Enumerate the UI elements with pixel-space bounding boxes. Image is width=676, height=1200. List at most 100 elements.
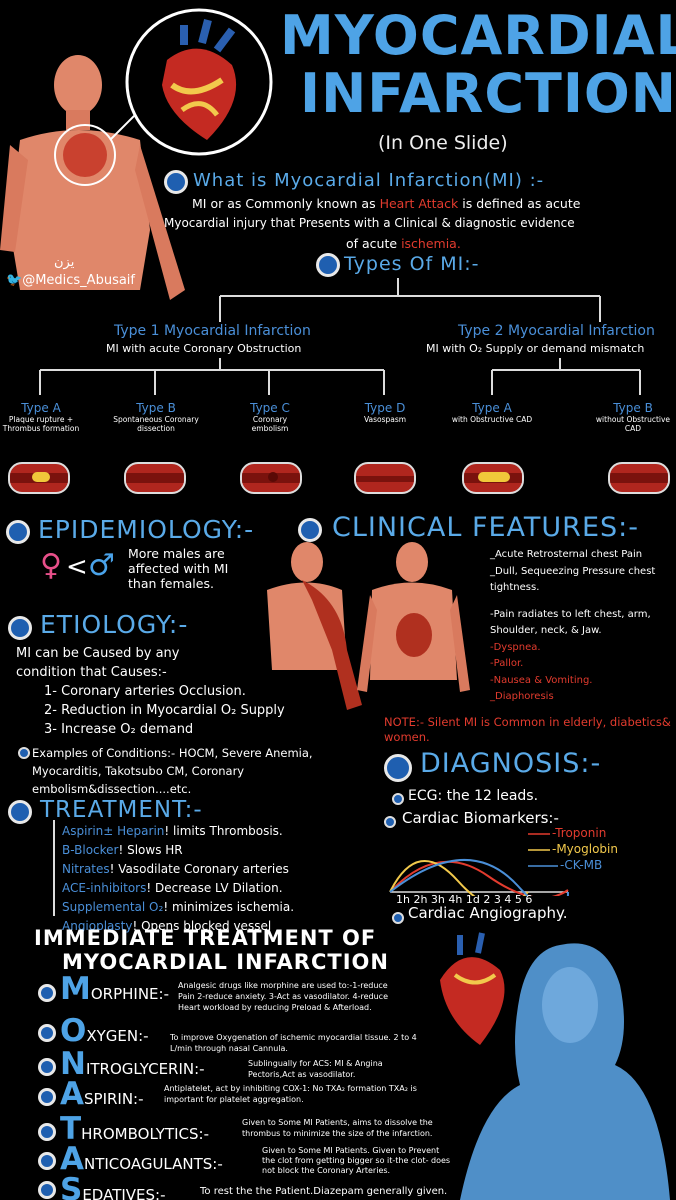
type2-subtitle: MI with O₂ Supply or demand mismatch — [426, 342, 645, 355]
monatas-sedatives-label: SEDATIVES:- — [60, 1172, 166, 1200]
treatment-item: Nitrates! Vasodilate Coronary arteries — [62, 862, 289, 876]
etiology-cause: 3- Increase O₂ demand — [44, 722, 194, 737]
etiology-examples: Examples of Conditions:- HOCM, Severe An… — [32, 746, 313, 796]
monatas-aspirin-label: ASPIRIN:- — [60, 1076, 144, 1112]
bullet-icon — [298, 518, 322, 542]
nitroglycerin-desc: Sublingually for ACS: MI & Angina Pector… — [248, 1059, 383, 1079]
etiology-heading: ETIOLOGY:- — [40, 610, 189, 639]
monatas-thrombolytics-label: THROMBOLYTICS:- — [60, 1111, 210, 1147]
treatment-heading: TREATMENT:- — [40, 797, 203, 823]
bullet-icon — [316, 253, 340, 277]
bullet-icon — [164, 170, 188, 194]
bullet-icon — [8, 616, 32, 640]
bullet-icon — [392, 793, 404, 805]
diagnosis-biomarkers: Cardiac Biomarkers:- — [402, 809, 559, 827]
ckmb-curve — [389, 858, 569, 896]
treatment-item: Angioplasty! Opens blocked vessel — [62, 919, 272, 933]
treatment-tree-line — [53, 820, 55, 916]
aspirin-desc: Antiplatelet, act by inhibiting COX-1: N… — [164, 1084, 417, 1104]
anticoagulants-desc: Given to Some MI Patients. Given to Prev… — [262, 1146, 451, 1175]
treatment-item: Aspirin± Heparin! limits Thrombosis. — [62, 824, 283, 838]
treatment-item: B-Blocker! Slows HR — [62, 843, 183, 857]
bullet-icon — [384, 754, 412, 782]
type2-title: Type 2 Myocardial Infarction — [458, 323, 655, 339]
clinical-list: _Acute Retrosternal chest Pain _Dull, Se… — [490, 547, 676, 706]
bullet-icon — [392, 912, 404, 924]
bullet-icon — [38, 1181, 56, 1199]
clinical-item: -Pain radiates to left chest, arm, Shoul… — [490, 608, 651, 637]
subtype-type2a: Type A with Obstructive CAD — [451, 401, 533, 424]
bird-icon: 🐦 — [6, 273, 23, 288]
type1-title: Type 1 Myocardial Infarction — [114, 323, 311, 339]
monatas-oxygen-label: OXYGEN:- — [60, 1013, 149, 1049]
oxygen-desc: To improve Oxygenation of ischemic myoca… — [170, 1033, 417, 1053]
title-line1: MYOCARDIAL — [280, 4, 676, 67]
clinical-item: -Dyspnea. — [490, 641, 541, 653]
legend-ckmb: -CK-MB — [560, 858, 603, 872]
bullet-icon — [38, 984, 56, 1002]
pain-radiation-illustration — [267, 542, 470, 710]
artery-dissection-icon — [124, 462, 186, 494]
etiology-cause: 1- Coronary arteries Occlusion. — [44, 684, 246, 699]
treatment-item: ACE-inhibitors! Decrease LV Dilation. — [62, 881, 283, 895]
troponin-curve — [389, 860, 569, 896]
subtype-type2b: Type B without Obstructive CAD — [595, 401, 671, 433]
female-icon: ♀ — [40, 548, 62, 583]
clinical-item: _Dull, Sequeezing Pressure chest tightne… — [490, 565, 656, 594]
biomarker-curves-chart — [389, 833, 569, 896]
title-line2: INFARCTION — [300, 62, 676, 125]
epidemiology-heading: EPIDEMIOLOGY:- — [38, 515, 255, 544]
bullet-icon — [38, 1024, 56, 1042]
bullet-icon — [38, 1123, 56, 1141]
subtype-type1b: Type B Spontaneous Coronary dissection — [113, 401, 199, 433]
epidemiology-text: More males are affected with MI than fem… — [128, 546, 229, 591]
subtype-type1a: Type A Plaque rupture + Thrombus formati… — [2, 401, 80, 433]
twitter-handle: 🐦@Medics_Abusaif — [6, 273, 135, 288]
morphine-desc: Analgesic drugs like morphine are used t… — [178, 981, 388, 1012]
monatas-anticoagulants-label: ANTICOAGULANTS:- — [60, 1141, 223, 1177]
man-torso-illustration — [0, 55, 185, 300]
clinical-item: _Diaphoresis — [490, 691, 554, 702]
treatment-item: Supplemental O₂! minimizes ischemia. — [62, 900, 295, 914]
treatment-list: Aspirin± Heparin! limits Thrombosis. B-B… — [62, 822, 294, 936]
bullet-icon — [38, 1058, 56, 1076]
diagnosis-angio: Cardiac Angiography. — [408, 904, 568, 922]
bullet-icon — [8, 800, 32, 824]
legend-myoglobin: -Myoglobin — [552, 842, 618, 856]
artery-no-obstruction-icon — [608, 462, 670, 494]
subtitle: (In One Slide) — [378, 132, 508, 154]
what-is-line2: Myocardial injury that Presents with a C… — [164, 216, 575, 230]
immediate-heading2: MYOCARDIAL INFARCTION — [62, 950, 389, 974]
sedatives-desc: To rest the the Patient.Diazepam general… — [200, 1186, 448, 1197]
clinical-item: _Acute Retrosternal chest Pain — [490, 549, 643, 560]
male-icon: ♂ — [88, 548, 115, 583]
artery-plaque-icon — [8, 462, 70, 494]
less-than-icon: < — [66, 552, 88, 582]
monatas-nitroglycerin-label: NITROGLYCERIN:- — [60, 1046, 205, 1082]
artery-vasospasm-icon — [354, 462, 416, 494]
what-is-line1: MI or as Commonly known as Heart Attack … — [192, 196, 581, 211]
artery-embolism-icon — [240, 462, 302, 494]
type1-subtitle: MI with acute Coronary Obstruction — [106, 342, 302, 355]
bullet-icon — [38, 1152, 56, 1170]
bullet-icon — [384, 816, 396, 828]
etiology-intro: MI can be Caused by any condition that C… — [16, 646, 180, 680]
etiology-cause: 2- Reduction in Myocardial O₂ Supply — [44, 703, 285, 718]
immediate-heading1: IMMEDIATE TREATMENT OF — [34, 926, 377, 950]
clinical-item: -Pallor. — [490, 658, 524, 669]
heart-zoom-icon — [125, 8, 273, 156]
types-tree-lines — [39, 278, 641, 395]
clinical-item: -Nausea & Vomiting. — [490, 674, 593, 686]
types-heading: Types Of MI:- — [344, 253, 480, 275]
signature: يزن — [54, 255, 75, 270]
thrombolytics-desc: Given to Some MI Patients, aims to disso… — [242, 1118, 433, 1138]
clinical-heading: CLINICAL FEATURES:- — [332, 512, 639, 543]
myoglobin-curve — [389, 859, 529, 896]
diagnosis-heading: DIAGNOSIS:- — [420, 748, 602, 779]
chart-axis-labels: 1h 2h 3h 4h 1d 2 3 4 5 6 — [396, 893, 533, 906]
monatas-morphine-label: MORPHINE:- — [60, 971, 170, 1007]
bullet-icon — [38, 1088, 56, 1106]
subtype-type1c: Type C Coronary embolism — [250, 401, 290, 433]
diagnosis-ecg: ECG: the 12 leads. — [408, 788, 539, 804]
